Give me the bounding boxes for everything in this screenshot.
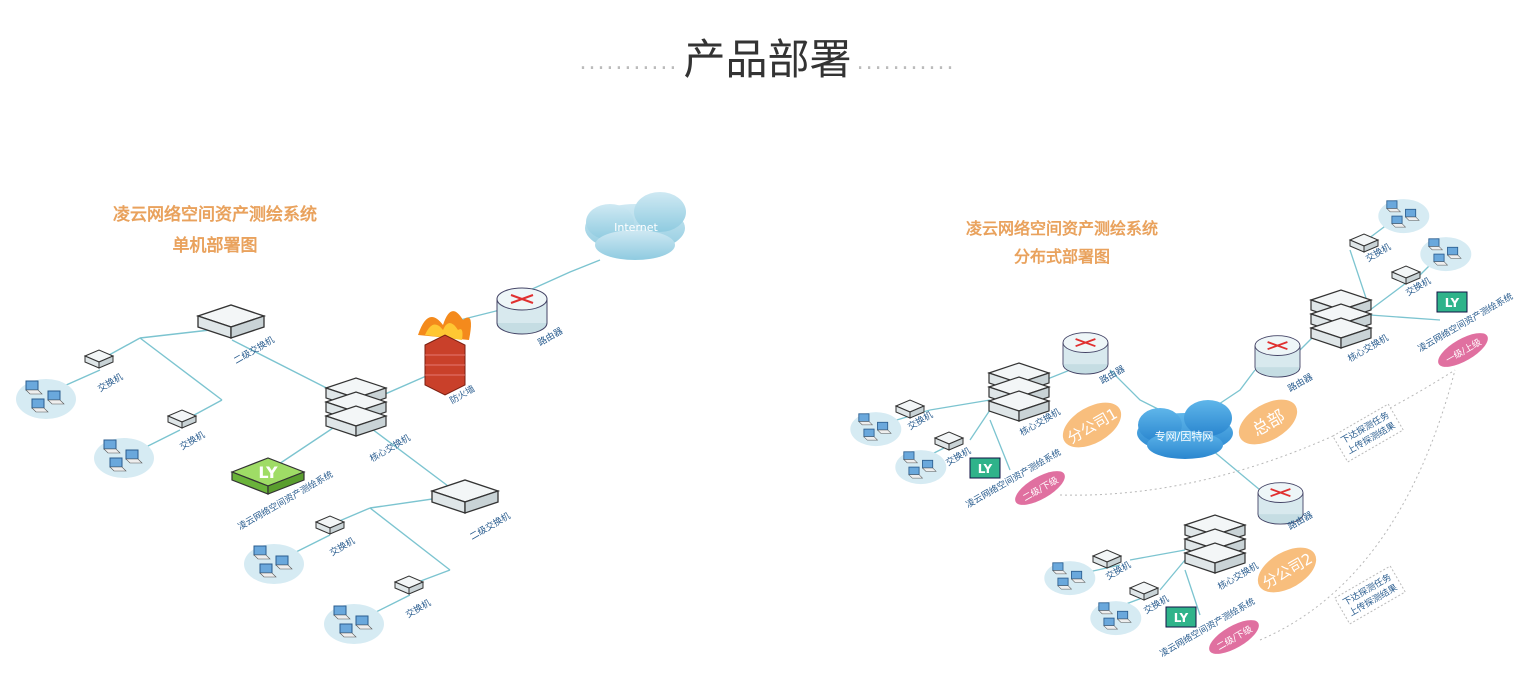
right-ly-branch1-icon: LY [969, 457, 1001, 479]
right-switch-hq-1-icon [1349, 233, 1379, 253]
left-l2-switch-bottom-icon [431, 479, 499, 514]
right-switch-b1-2-icon [934, 431, 964, 451]
left-switch-4-icon [394, 575, 424, 595]
left-title-line2: 单机部署图 [173, 235, 258, 256]
right-core-switch-hq-icon [1311, 290, 1371, 348]
right-switch-hq-2-icon [1391, 265, 1421, 285]
right-ly-hq-icon: LY [1436, 291, 1468, 313]
internet-cloud: Internet [585, 192, 686, 260]
badge-branch2: 分公司2 [1257, 547, 1317, 593]
right-pc-group-6 [1419, 236, 1472, 272]
right-ly-branch1-text: LY [978, 462, 993, 476]
left-router-icon [496, 287, 548, 335]
task-note-top: 下达探测任务 上传探测结果 [1332, 403, 1404, 463]
left-pc-group-1 [15, 378, 77, 420]
right-cloud-label: 专网/因特网 [1155, 429, 1214, 443]
firewall-icon [418, 311, 471, 396]
section-header: ........... 产品部署 ........... [0, 26, 1535, 87]
left-switch-2-icon [167, 409, 197, 429]
left-switch-1-icon [84, 349, 114, 369]
right-cloud: 专网/因特网 [1137, 400, 1233, 459]
right-pc-group-4 [1089, 600, 1142, 636]
left-ly-appliance-icon: LY [231, 457, 305, 495]
right-diagram: 凌云网络空间资产测绘系统 分布式部署图 [849, 198, 1515, 660]
left-switch-2-label: 交换机 [178, 429, 207, 453]
right-dotted-links [1059, 369, 1456, 641]
left-diagram: 凌云网络空间资产测绘系统 单机部署图 [15, 192, 686, 645]
left-pc-group-2 [93, 437, 155, 479]
badge-branch1: 分公司1 [1062, 402, 1122, 448]
left-switch-1-label: 交换机 [96, 371, 125, 395]
right-core-switch-branch2-icon [1185, 515, 1245, 573]
right-ly-hq-text: LY [1445, 296, 1460, 310]
left-l2-switch-bottom-label: 二级交换机 [468, 510, 513, 543]
right-pc-group-1 [849, 411, 902, 447]
left-pc-group-4 [323, 603, 385, 645]
right-pc-group-2 [894, 449, 947, 485]
page-title: 产品部署 [683, 35, 852, 84]
dots-right: ........... [856, 50, 956, 75]
left-switch-3-icon [315, 515, 345, 535]
right-ly-branch2-icon: LY [1165, 606, 1197, 628]
right-ly-branch2-text: LY [1174, 611, 1189, 625]
left-pc-group-3 [243, 543, 305, 585]
right-title-line2: 分布式部署图 [1014, 247, 1110, 266]
left-title-line1: 凌云网络空间资产测绘系统 [113, 204, 317, 225]
right-title-line1: 凌云网络空间资产测绘系统 [966, 219, 1158, 238]
right-switch-b2-2-icon [1129, 581, 1159, 601]
left-l2-switch-top-icon [197, 304, 265, 339]
left-core-switch-icon [326, 378, 386, 436]
right-pc-group-5 [1377, 198, 1430, 234]
right-pc-group-3 [1043, 560, 1096, 596]
left-core-switch-label: 核心交换机 [368, 432, 413, 465]
left-l2-switch-top-label: 二级交换机 [232, 334, 277, 367]
right-core-switch-branch1-icon [989, 363, 1049, 421]
left-ly-text: LY [258, 463, 278, 482]
right-router-hq-icon [1254, 334, 1301, 379]
task-note-bottom: 下达探测任务 上传探测结果 [1334, 565, 1406, 625]
left-switch-3-label: 交换机 [328, 535, 357, 559]
right-router-branch1-icon [1062, 331, 1109, 376]
badge-hq: 总部 [1238, 399, 1298, 445]
left-switch-4-label: 交换机 [404, 597, 433, 621]
internet-label: Internet [614, 221, 658, 234]
dots-left: ........... [579, 50, 679, 75]
